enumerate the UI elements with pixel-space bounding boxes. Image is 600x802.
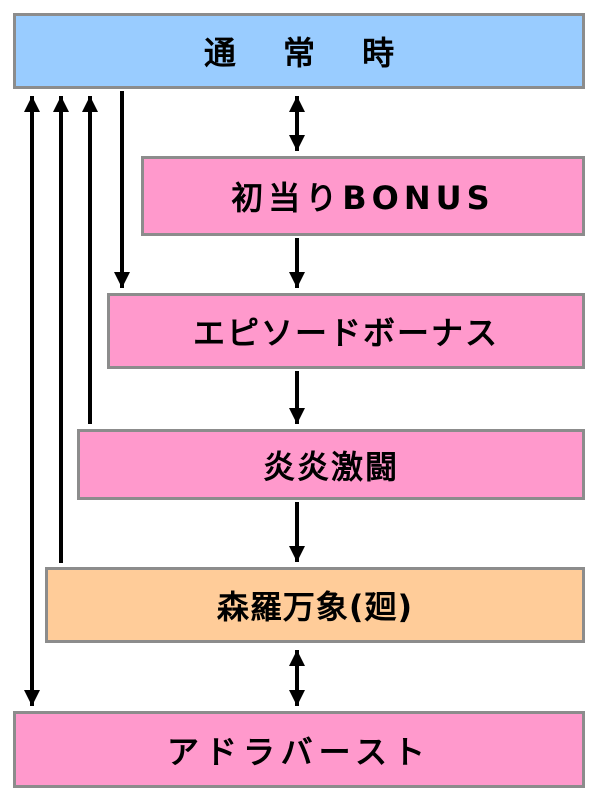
node-shinra-bansho-label: 森羅万象(廻): [216, 588, 414, 626]
node-first-bonus-label: 初当りBONUS: [231, 179, 495, 217]
node-shinra-bansho: 森羅万象(廻): [45, 567, 585, 643]
node-normal: 通 常 時: [13, 13, 585, 89]
node-first-bonus: 初当りBONUS: [141, 156, 585, 236]
node-normal-label: 通 常 時: [203, 34, 413, 72]
node-enen-gekitou-label: 炎炎激闘: [262, 447, 399, 486]
node-enen-gekitou: 炎炎激闘: [77, 429, 585, 500]
node-episode-bonus-label: エピソードボーナス: [192, 314, 499, 352]
node-episode-bonus: エピソードボーナス: [107, 293, 585, 369]
node-adora-burst-label: アドラバースト: [166, 732, 432, 771]
node-adora-burst: アドラバースト: [13, 711, 585, 788]
